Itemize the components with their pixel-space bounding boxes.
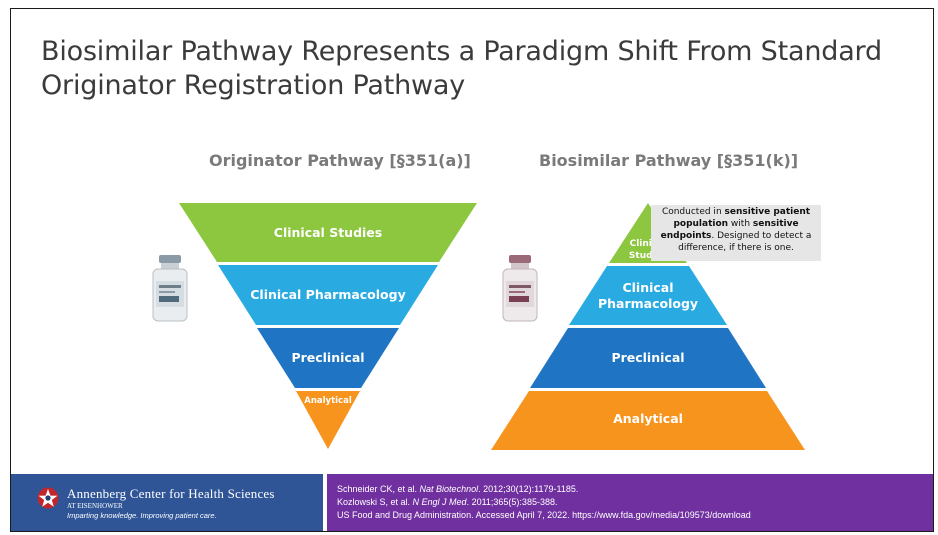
biosimilar-pyramid: Clinical Studies Clinical Pharmacology P…	[491, 203, 805, 450]
org-tagline: Imparting knowledge. Improving patient c…	[67, 511, 217, 520]
biosimilar-level-preclinical	[530, 328, 766, 388]
biosimilar-label-2: Preclinical	[611, 350, 684, 365]
references-list: Schneider CK, et al. Nat Biotechnol. 201…	[337, 483, 751, 522]
reference-journal: N Engl J Med	[412, 497, 467, 507]
slide: Biosimilar Pathway Represents a Paradigm…	[10, 8, 934, 532]
callout-bold-2: sensitive endpoints	[660, 219, 799, 241]
originator-level-clinical-studies	[179, 203, 477, 262]
slide-title: Biosimilar Pathway Represents a Paradigm…	[41, 36, 882, 101]
org-name: Annenberg Center for Health Sciences	[67, 486, 275, 501]
footer-references-panel: Schneider CK, et al. Nat Biotechnol. 201…	[327, 474, 933, 531]
biosimilar-label-0a: Clinical	[630, 239, 667, 249]
callout-text-3: . Designed to detect a difference, if th…	[678, 231, 812, 253]
originator-label-0: Clinical Studies	[274, 225, 382, 240]
callout-text-1: Conducted in	[661, 207, 725, 217]
reference-item: Kozlowski S, et al. N Engl J Med. 2011;3…	[337, 496, 751, 509]
org-subtitle: AT EISENHOWER	[67, 502, 123, 510]
biosimilar-label-3: Analytical	[613, 411, 683, 426]
reference-text: . 2012;30(12):1179-1185.	[478, 484, 579, 494]
biosimilar-label-0b: Studies	[629, 251, 667, 261]
biosimilar-label-1a: Clinical	[622, 280, 673, 295]
reference-text: Kozlowski S, et al.	[337, 497, 413, 507]
pathway-diagrams: Clinical Studies Clinical Pharmacology P…	[152, 203, 805, 450]
originator-heading: Originator Pathway [§351(a)]	[209, 151, 471, 170]
originator-level-preclinical	[257, 328, 399, 388]
originator-level-analytical	[296, 391, 360, 449]
footer-logo-panel: Annenberg Center for Health Sciences AT …	[11, 474, 323, 531]
originator-label-2: Preclinical	[291, 350, 364, 365]
vial-icon-originator	[152, 255, 188, 322]
reference-text: US Food and Drug Administration. Accesse…	[337, 510, 751, 520]
reference-text: . 2011;365(5):385-388.	[466, 497, 558, 507]
reference-item: US Food and Drug Administration. Accesse…	[337, 509, 751, 522]
originator-label-1: Clinical Pharmacology	[250, 287, 406, 302]
biosimilar-heading: Biosimilar Pathway [§351(k)]	[539, 151, 799, 170]
originator-label-3: Analytical	[304, 396, 352, 406]
reference-text: Schneider CK, et al.	[337, 484, 420, 494]
biosimilar-level-analytical	[491, 391, 805, 450]
clinical-studies-callout: Conducted in sensitive patient populatio…	[651, 205, 821, 261]
reference-item: Schneider CK, et al. Nat Biotechnol. 201…	[337, 483, 751, 496]
callout-bold-1: sensitive patient population	[673, 207, 811, 229]
biosimilar-label-1b: Pharmacology	[598, 296, 698, 311]
star-logo-icon	[37, 487, 59, 509]
originator-pyramid: Clinical Studies Clinical Pharmacology P…	[179, 203, 477, 449]
callout-text-2: with	[728, 219, 753, 229]
originator-level-clinical-pharmacology	[218, 265, 438, 325]
reference-journal: Nat Biotechnol	[419, 484, 479, 494]
biosimilar-level-clinical-pharmacology	[569, 266, 727, 325]
vial-icon-biosimilar	[502, 255, 538, 322]
